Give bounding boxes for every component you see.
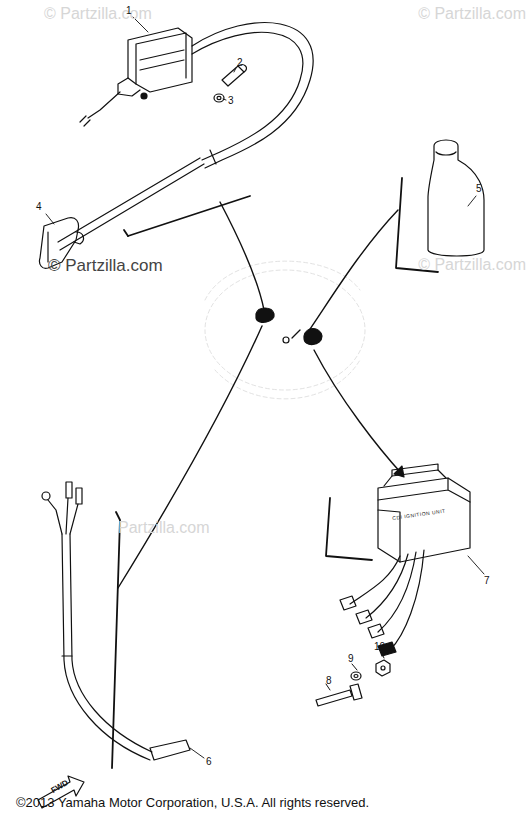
callout-number: 3 xyxy=(228,96,234,106)
watermark: © Partzilla.com xyxy=(44,6,152,22)
location-line xyxy=(118,326,262,588)
watermark: © Partzilla.com xyxy=(418,6,526,22)
callout-number: 5 xyxy=(476,184,482,194)
callout-number: 8 xyxy=(326,676,332,686)
nut xyxy=(376,660,390,676)
unit-label: CDI IGNITION UNIT xyxy=(392,509,446,521)
lock-washer xyxy=(351,672,361,680)
location-line xyxy=(308,210,398,332)
watermark: Partzilla.com xyxy=(118,520,210,536)
high-tension-lead xyxy=(58,23,313,250)
cdi-unit xyxy=(378,464,470,562)
mounting-point xyxy=(256,308,322,345)
callout-number: 9 xyxy=(348,654,354,664)
cdi-wires xyxy=(340,550,424,656)
callout-number: 6 xyxy=(206,757,212,767)
copyright-note: ©2013 Yamaha Motor Corporation, U.S.A. A… xyxy=(16,796,369,809)
leader-line xyxy=(46,17,484,758)
callout-number: 1 xyxy=(126,6,132,16)
mounting-bolt xyxy=(316,684,362,706)
boot-cover xyxy=(428,140,484,256)
watermark: © Partzilla.com xyxy=(48,257,163,274)
group-bracket xyxy=(326,498,372,560)
arrow-label: FWD xyxy=(50,779,70,795)
group-bracket xyxy=(124,230,128,236)
coil-bolt xyxy=(222,65,246,86)
watermark: © Partzilla.com xyxy=(418,257,526,273)
callout-number: 7 xyxy=(484,576,490,586)
group-bracket xyxy=(128,196,250,236)
leader-line xyxy=(326,652,384,690)
ignition-coil xyxy=(80,28,192,126)
callout-number: 2 xyxy=(237,58,243,68)
group-bracket xyxy=(112,512,120,768)
location-line xyxy=(220,202,264,310)
callout-number: 4 xyxy=(36,202,42,212)
location-line xyxy=(314,350,402,474)
callout-number: 10 xyxy=(374,642,385,652)
coil-washer xyxy=(214,94,224,102)
